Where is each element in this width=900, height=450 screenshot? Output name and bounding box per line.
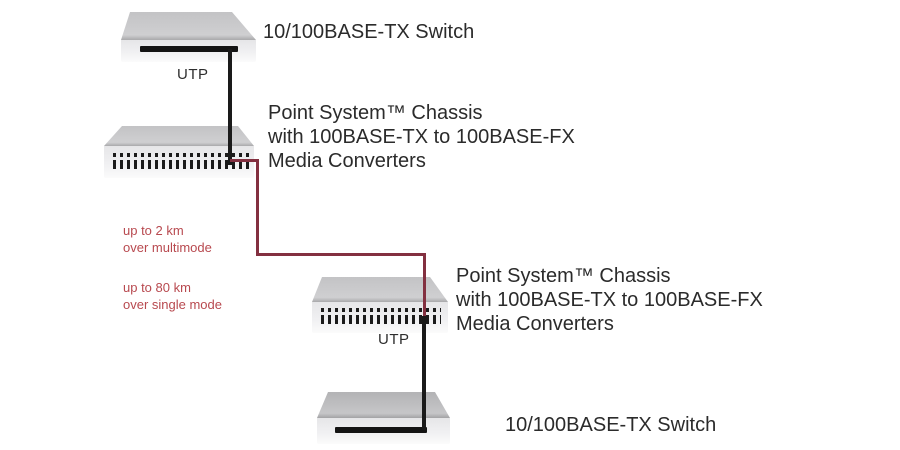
- top-switch-device: [121, 12, 256, 62]
- chassis-bottom-label: Point System™ Chassis with 100BASE-TX to…: [456, 264, 763, 336]
- chassis-top-top-face: [104, 126, 254, 146]
- fiber-note-singlemode: up to 80 km over single mode: [123, 279, 222, 313]
- chassis-bottom-device: [312, 277, 448, 333]
- bottom-switch-device: [317, 392, 450, 444]
- top-switch-port-bar: [140, 46, 238, 52]
- fiber-cable-segment-1: [230, 159, 259, 162]
- chassis-bottom-label-line2: with 100BASE-TX to 100BASE-FX: [456, 289, 763, 311]
- fiber-note-multimode-line1: up to 2 km: [123, 223, 184, 238]
- bottom-switch-top-face: [317, 392, 450, 418]
- chassis-bottom-utp-label: UTP: [378, 331, 410, 348]
- utp-cable-top: [228, 49, 232, 165]
- fiber-note-multimode-line2: over multimode: [123, 240, 212, 255]
- chassis-bottom-label-line3: Media Converters: [456, 313, 614, 335]
- chassis-top-port-row: [113, 153, 249, 157]
- fiber-cable-segment-3: [256, 253, 426, 256]
- chassis-top-label-line1: Point System™ Chassis: [268, 102, 483, 124]
- top-switch-top-face: [121, 12, 256, 40]
- bottom-switch-port-bar: [335, 427, 427, 433]
- chassis-bottom-label-line1: Point System™ Chassis: [456, 265, 671, 287]
- top-switch-utp-label: UTP: [177, 66, 209, 83]
- fiber-note-singlemode-line1: up to 80 km: [123, 280, 191, 295]
- top-switch-label: 10/100BASE-TX Switch: [263, 21, 475, 43]
- fiber-note-multimode: up to 2 km over multimode: [123, 222, 212, 256]
- utp-cable-bottom: [422, 316, 426, 430]
- chassis-bottom-port-row: [321, 315, 441, 324]
- fiber-cable-segment-4: [423, 253, 426, 316]
- chassis-top-port-row: [113, 160, 249, 169]
- chassis-top-label: Point System™ Chassis with 100BASE-TX to…: [268, 101, 575, 173]
- chassis-top-label-line3: Media Converters: [268, 150, 426, 172]
- chassis-bottom-port-row: [321, 308, 441, 312]
- chassis-bottom-top-face: [312, 277, 448, 302]
- chassis-top-label-line2: with 100BASE-TX to 100BASE-FX: [268, 126, 575, 148]
- bottom-switch-label: 10/100BASE-TX Switch: [505, 414, 717, 436]
- fiber-cable-segment-2: [256, 159, 259, 256]
- fiber-note-singlemode-line2: over single mode: [123, 297, 222, 312]
